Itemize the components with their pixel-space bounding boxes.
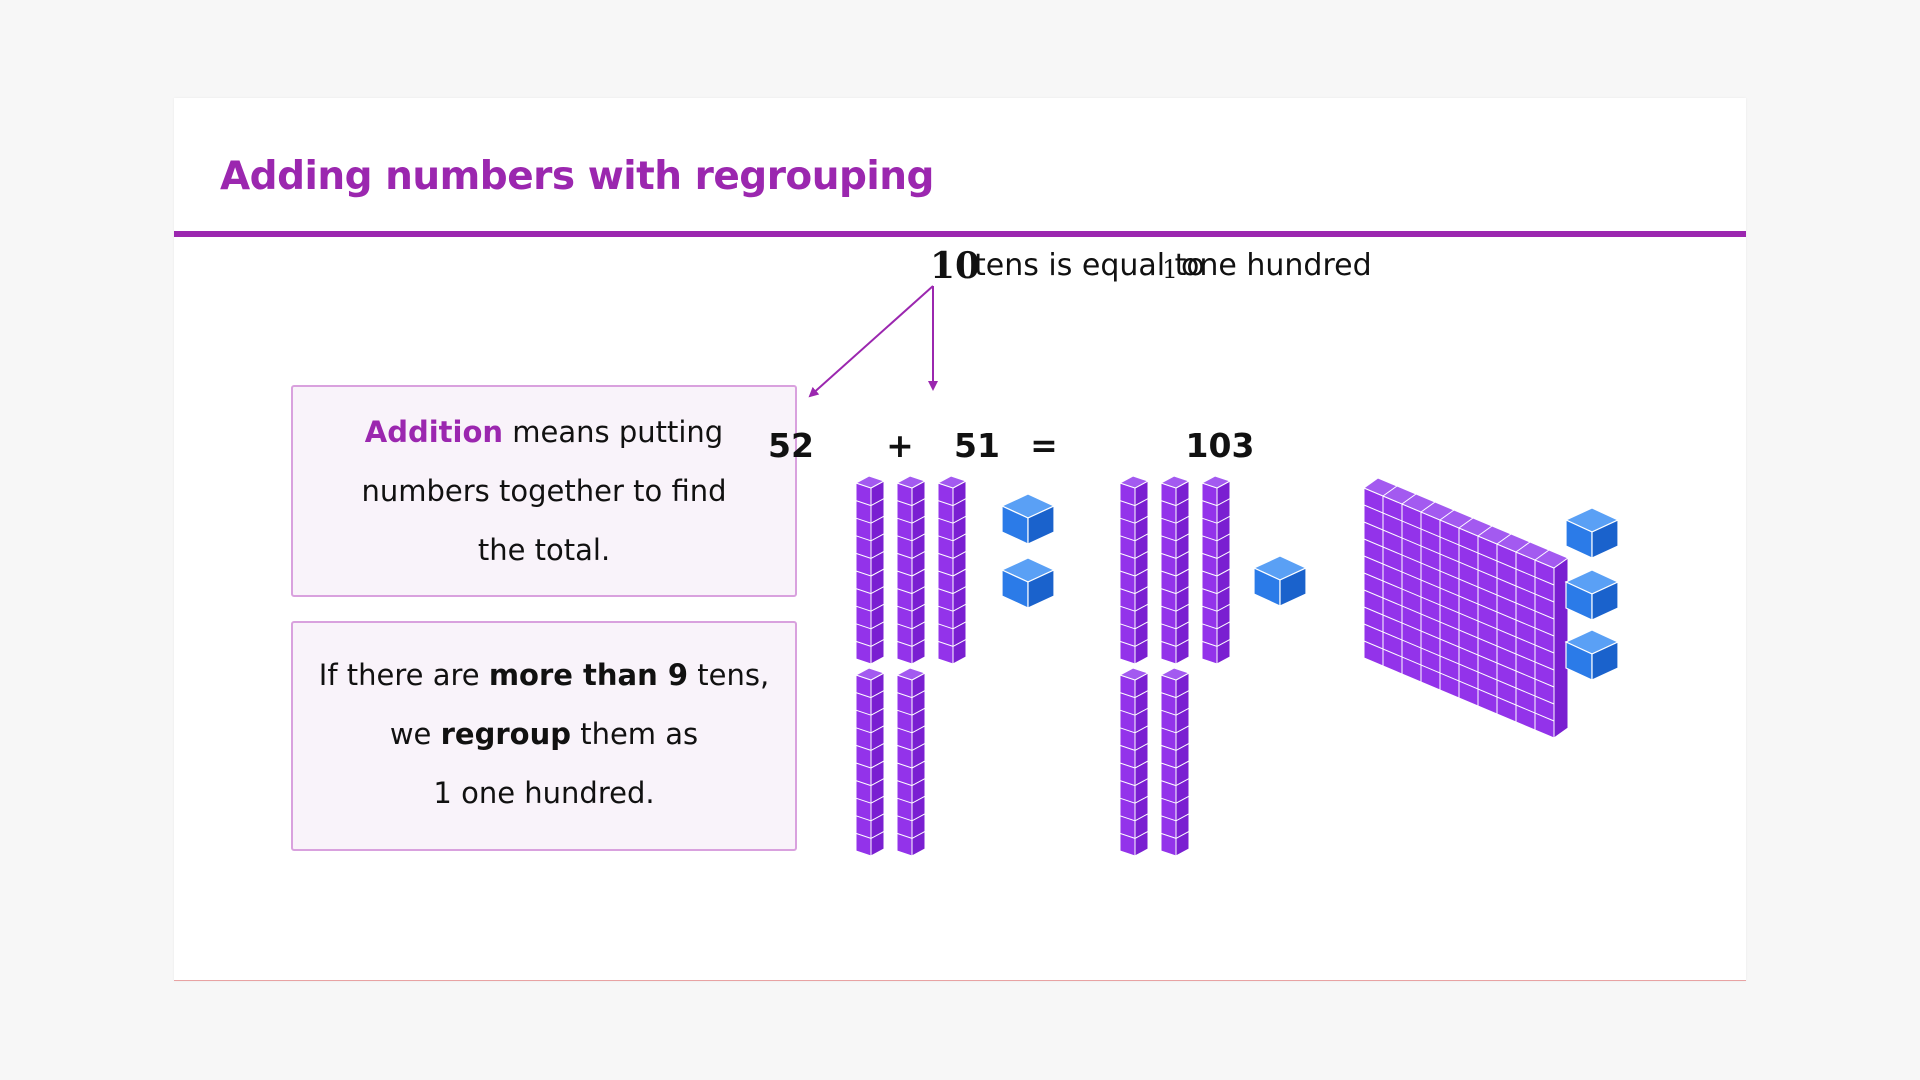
- hundred-flat: [1362, 477, 1570, 739]
- box2-line-2: we regroup them as: [293, 705, 795, 764]
- addend2-one-cube: [1252, 555, 1308, 607]
- blocks-layer: [854, 475, 1620, 857]
- definition-box-addition: Addition means putting numbers together …: [291, 385, 797, 597]
- box1-line-3: the total.: [477, 533, 611, 567]
- caption-number-10: 10: [930, 245, 980, 287]
- addend1-ten-rod: [936, 475, 968, 665]
- box2-line-1-post: tens,: [688, 658, 770, 692]
- caption-text-2: one hundred: [1181, 248, 1372, 283]
- box2-line-1-pre: If there are: [318, 658, 489, 692]
- regroup-caption: 10 tens is equal to 1 one hundred: [930, 245, 1372, 287]
- addend1-one-cube: [1000, 557, 1056, 609]
- plus-sign: +: [886, 426, 914, 465]
- box2-line-2-post: them as: [570, 717, 699, 751]
- addend1-one-cube: [1000, 493, 1056, 545]
- caption-number-1: 1: [1162, 255, 1178, 284]
- keyword-addition: Addition: [364, 415, 504, 449]
- box1-line-1: Addition means putting: [293, 403, 795, 462]
- base-ten-diagram: 10 tens is equal to 1 one hundred 52 + 5…: [768, 245, 1620, 857]
- slide-title: Adding numbers with regrouping: [220, 154, 934, 199]
- sum-one-cube: [1564, 569, 1620, 621]
- sum-label: 103: [1186, 426, 1255, 465]
- addend2-ten-rod: [1159, 667, 1191, 857]
- box1-line-2: numbers together to find: [361, 474, 727, 508]
- addend-2-label: 51: [954, 426, 1000, 465]
- equals-sign: =: [1030, 426, 1058, 465]
- addend1-ten-rod: [895, 667, 927, 857]
- arrow-to-addend1: [808, 285, 934, 398]
- addend-1-label: 52: [768, 426, 814, 465]
- sum-one-cube: [1564, 629, 1620, 681]
- addend1-ten-rod: [854, 667, 886, 857]
- box2-line-1: If there are more than 9 tens,: [293, 646, 795, 705]
- addend2-ten-rod: [1118, 475, 1150, 665]
- slide: Adding numbers with regrouping Addition …: [174, 98, 1746, 981]
- addend2-ten-rod: [1118, 667, 1150, 857]
- addend2-ten-rod: [1200, 475, 1232, 665]
- box2-line-3: 1 one hundred.: [433, 776, 655, 810]
- sum-one-cube: [1564, 507, 1620, 559]
- definition-box-regroup: If there are more than 9 tens, we regrou…: [291, 621, 797, 851]
- addend1-ten-rod: [854, 475, 886, 665]
- bold-more-than-9: more than 9: [488, 658, 689, 692]
- addend2-ten-rod: [1159, 475, 1191, 665]
- caption-text-1: tens is equal to: [974, 248, 1205, 283]
- box1-line-1-rest: means putting: [503, 415, 724, 449]
- addend1-ten-rod: [895, 475, 927, 665]
- title-divider: [174, 231, 1746, 237]
- box2-line-2-pre: we: [389, 717, 441, 751]
- bold-regroup: regroup: [440, 717, 571, 751]
